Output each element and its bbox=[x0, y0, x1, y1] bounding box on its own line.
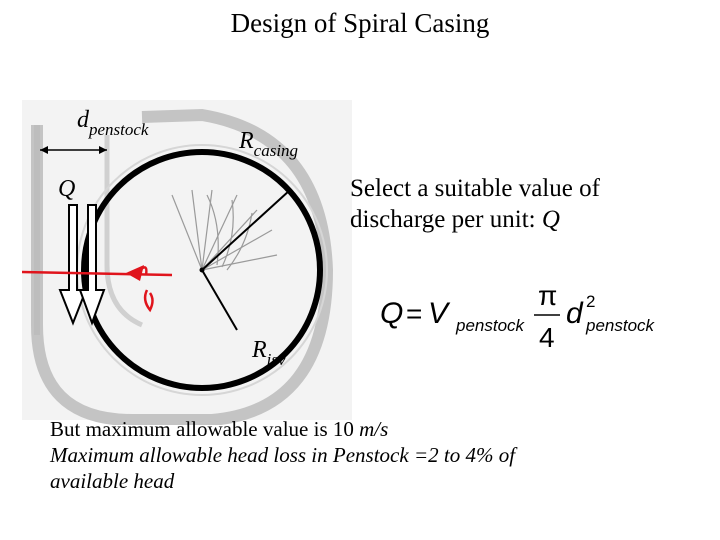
formula-pi: π bbox=[538, 280, 557, 311]
penstock-wall-right bbox=[104, 135, 144, 328]
formula-denominator: 4 bbox=[539, 322, 555, 353]
formula-equals: = bbox=[406, 298, 422, 329]
r-casing-main: R bbox=[239, 128, 254, 154]
d-arrow-left bbox=[40, 146, 48, 154]
bottom-line3: available head bbox=[50, 469, 175, 493]
bottom-line2: Maximum allowable head loss in Penstock … bbox=[50, 443, 516, 467]
bottom-line1-unit: m/s bbox=[359, 417, 389, 441]
page-title: Design of Spiral Casing bbox=[230, 8, 490, 38]
red-annotation-squiggle bbox=[139, 266, 154, 313]
r-isv-label: Risv bbox=[252, 337, 286, 369]
r-casing-subscript: casing bbox=[253, 141, 299, 160]
spiral-circle bbox=[81, 149, 323, 391]
runner-blades bbox=[171, 189, 278, 271]
formula-v: V bbox=[428, 297, 451, 330]
q-label: Q bbox=[58, 176, 76, 202]
select-text-line2: discharge per unit: Q bbox=[350, 204, 680, 235]
formula-d: d bbox=[566, 297, 584, 330]
select-text-line2-prefix: discharge per unit: bbox=[350, 206, 542, 233]
spiral-casing-figure bbox=[22, 100, 352, 425]
formula-q: Q bbox=[380, 297, 403, 330]
d-arrow-right bbox=[99, 146, 107, 154]
formula-d-superscript: 2 bbox=[586, 292, 595, 311]
formula-v-subscript: penstock bbox=[455, 316, 526, 335]
r-casing-label: Rcasing bbox=[239, 128, 298, 160]
select-text-line1: Select a suitable value of bbox=[350, 175, 600, 202]
r-isv-radius-line bbox=[201, 269, 238, 331]
bottom-line1: But maximum allowable value is 10 m/s bbox=[50, 416, 515, 442]
bottom-text: But maximum allowable value is 10 m/s Ma… bbox=[50, 416, 515, 494]
bottom-line1-prefix: But maximum allowable value is 10 bbox=[50, 417, 360, 441]
select-text: Select a suitable value of discharge per… bbox=[350, 173, 680, 235]
r-isv-main: R bbox=[252, 337, 267, 363]
select-text-variable: Q bbox=[541, 206, 560, 233]
d-penstock-subscript: penstock bbox=[89, 120, 149, 139]
d-penstock-label: dpenstock bbox=[77, 107, 148, 139]
q-arrow-right bbox=[78, 204, 106, 326]
q-arrow-left bbox=[58, 204, 88, 326]
formula-d-subscript: penstock bbox=[585, 316, 656, 335]
r-isv-subscript: isv bbox=[266, 350, 286, 369]
d-penstock-main: d bbox=[77, 107, 89, 133]
spiral-casing-outline bbox=[31, 108, 334, 425]
discharge-formula: Q = V penstock π 4 d 2 penstock bbox=[380, 280, 656, 353]
r-casing-radius-line bbox=[201, 189, 291, 271]
